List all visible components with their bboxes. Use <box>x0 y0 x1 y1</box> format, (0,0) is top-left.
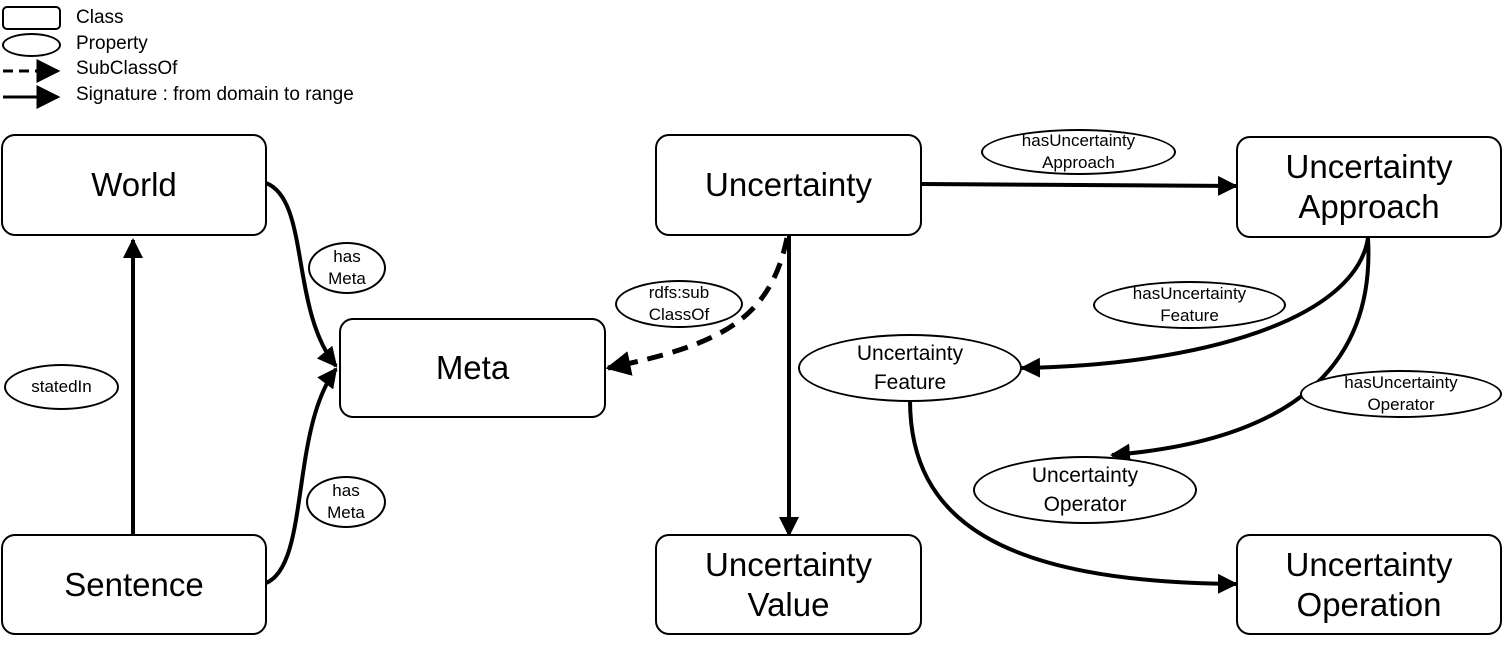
edge-uncertainty-meta-subclass <box>605 237 790 376</box>
class-uncertainty-approach: Uncertainty Approach <box>1236 136 1502 238</box>
edge-world-meta <box>265 181 338 368</box>
property-rdfs-subclassof: rdfs:sub ClassOf <box>615 280 743 328</box>
class-uncertainty-operation: Uncertainty Operation <box>1236 534 1502 635</box>
class-uncertainty: Uncertainty <box>655 134 922 236</box>
property-has-uncertainty-approach: hasUncertainty Approach <box>981 129 1176 175</box>
property-has-uncertainty-feature: hasUncertainty Feature <box>1093 281 1286 329</box>
edge-uncertainty-approach <box>921 175 1238 196</box>
edge-sentence-meta <box>265 367 338 585</box>
legend-subclassof-label: SubClassOf <box>76 58 178 79</box>
property-stated-in: statedIn <box>4 364 119 410</box>
legend-property-label: Property <box>76 33 148 54</box>
legend-class-box <box>2 6 61 30</box>
legend-signature-label: Signature : from domain to range <box>76 84 354 105</box>
class-meta: Meta <box>339 318 606 418</box>
class-sentence: Sentence <box>1 534 267 635</box>
property-has-uncertainty-operator: hasUncertainty Operator <box>1300 370 1502 418</box>
class-world: World <box>1 134 267 236</box>
property-has-meta-top: has Meta <box>308 242 386 294</box>
property-uncertainty-feature: Uncertainty Feature <box>798 334 1022 402</box>
property-has-meta-bottom: has Meta <box>306 476 386 528</box>
class-uncertainty-value: Uncertainty Value <box>655 534 922 635</box>
edge-approach-feature <box>1020 237 1370 378</box>
legend-class-label: Class <box>76 7 124 28</box>
edge-approach-operator <box>1110 237 1371 464</box>
property-uncertainty-operator: Uncertainty Operator <box>973 456 1197 524</box>
legend-property-ellipse <box>2 33 61 57</box>
edge-feature-operation <box>908 399 1238 594</box>
